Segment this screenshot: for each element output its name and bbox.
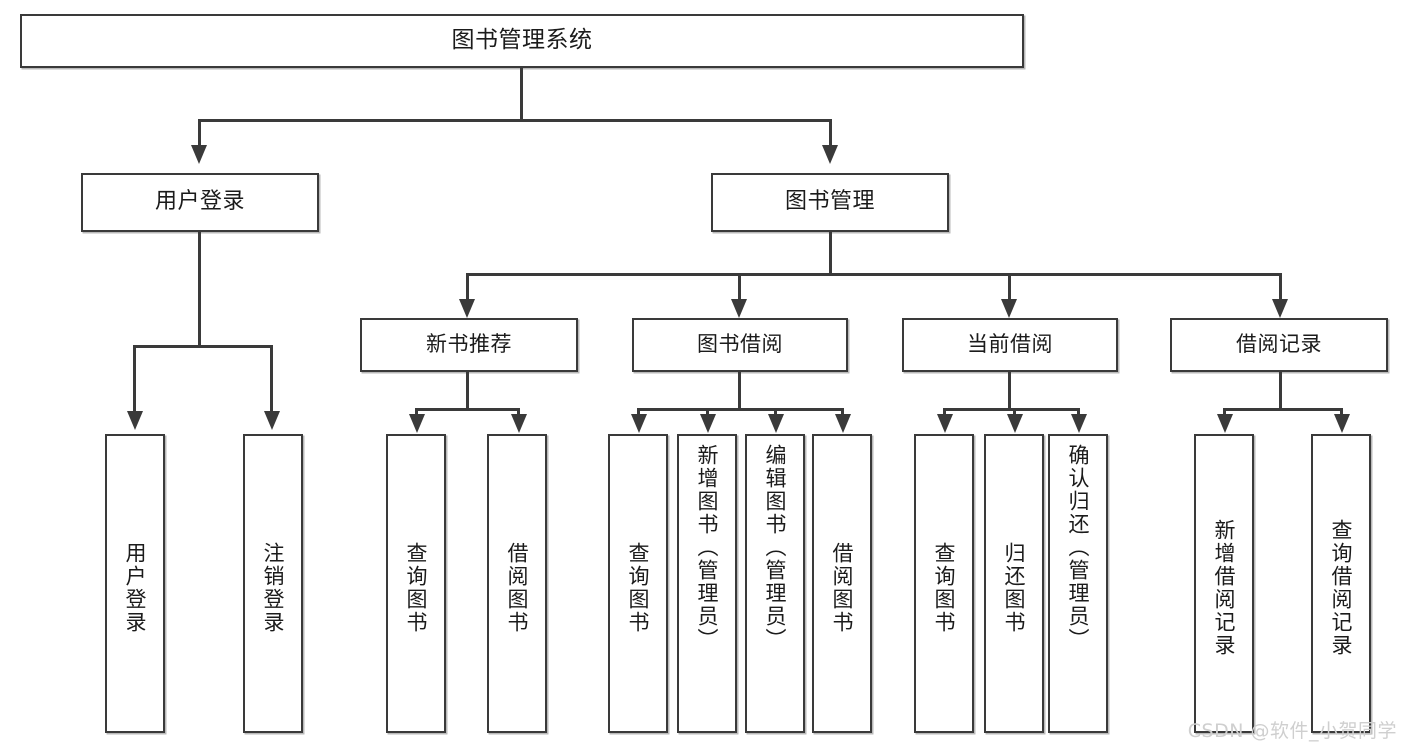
leaf-borrow-query-book[interactable]: 查询图书	[608, 434, 668, 733]
leaf-current-return-book[interactable]: 归还图书	[984, 434, 1044, 733]
watermark-text: CSDN @软件_小贺同学	[1187, 720, 1397, 742]
connector-user-login-leaf-2	[270, 345, 273, 413]
connector-root-to-book-mgmt	[829, 119, 832, 147]
connector-borrow-book-leaf-4	[841, 408, 844, 418]
connector-user-login-bus	[133, 345, 271, 348]
connector-current-borrow-leaf-2	[1013, 408, 1016, 418]
node-label: 新增借阅记录	[1212, 518, 1237, 657]
arrow-down-icon	[1007, 414, 1023, 433]
connector-to-current-borrow	[1008, 273, 1011, 301]
connector-borrow-book-leaf-1	[637, 408, 640, 418]
connector-book-mgmt-bus	[466, 273, 1282, 276]
arrow-down-icon	[1334, 414, 1350, 433]
connector-borrow-book-leaf-2	[706, 408, 709, 418]
connector-current-borrow-trunk	[1008, 372, 1011, 408]
node-label: 查询图书	[404, 541, 429, 634]
node-label: 查询图书	[932, 541, 957, 634]
node-label: 新书推荐	[426, 332, 512, 357]
connector-book-mgmt-trunk	[829, 232, 832, 273]
arrow-down-icon	[768, 414, 784, 433]
node-book-borrow[interactable]: 图书借阅	[632, 318, 848, 372]
node-label: 图书管理	[784, 189, 875, 215]
connector-user-login-trunk	[198, 232, 201, 345]
node-label: 借阅图书	[505, 541, 530, 634]
node-label: 用户登录	[154, 189, 245, 215]
node-label: 查询借阅记录	[1329, 518, 1354, 657]
arrow-down-icon	[264, 411, 280, 430]
connector-current-borrow-leaf-1	[943, 408, 946, 418]
connector-new-book-leaf-1	[415, 408, 418, 418]
node-label: 确认归还（管理员）	[1066, 444, 1091, 651]
leaf-borrow-borrow-book[interactable]: 借阅图书	[812, 434, 872, 733]
connector-root-to-user-login	[198, 119, 201, 147]
connector-current-borrow-leaf-3	[1077, 408, 1080, 418]
connector-borrow-record-bus	[1223, 408, 1343, 411]
node-label: 查询图书	[626, 541, 651, 634]
connector-root-trunk	[520, 68, 523, 119]
connector-root-bus	[198, 119, 832, 122]
arrow-down-icon	[1071, 414, 1087, 433]
node-new-book-recommend[interactable]: 新书推荐	[360, 318, 578, 372]
arrow-down-icon	[631, 414, 647, 433]
arrow-down-icon	[1217, 414, 1233, 433]
leaf-record-add[interactable]: 新增借阅记录	[1194, 434, 1254, 733]
leaf-borrow-edit-book[interactable]: 编辑图书（管理员）	[745, 434, 805, 733]
leaf-current-confirm-return[interactable]: 确认归还（管理员）	[1048, 434, 1108, 733]
connector-to-borrow-book	[738, 273, 741, 301]
node-book-management[interactable]: 图书管理	[711, 173, 949, 232]
connector-to-new-book	[466, 273, 469, 301]
connector-borrow-book-leaf-3	[774, 408, 777, 418]
arrow-down-icon	[409, 414, 425, 433]
node-label: 归还图书	[1002, 541, 1027, 634]
connector-new-book-trunk	[466, 372, 469, 408]
connector-user-login-leaf-1	[133, 345, 136, 413]
arrow-down-icon	[511, 414, 527, 433]
node-borrow-record[interactable]: 借阅记录	[1170, 318, 1388, 372]
node-label: 当前借阅	[967, 332, 1053, 357]
connector-to-borrow-record	[1279, 273, 1282, 301]
node-label: 编辑图书（管理员）	[763, 444, 788, 651]
node-label: 用户登录	[123, 541, 148, 634]
node-current-borrow[interactable]: 当前借阅	[902, 318, 1118, 372]
leaf-new-book-query[interactable]: 查询图书	[386, 434, 446, 733]
leaf-user-login-login[interactable]: 用户登录	[105, 434, 165, 733]
arrow-down-icon	[127, 411, 143, 430]
node-label: 注销登录	[261, 541, 286, 634]
leaf-current-query-book[interactable]: 查询图书	[914, 434, 974, 733]
node-label: 新增图书（管理员）	[695, 444, 720, 651]
arrow-down-icon	[1272, 299, 1288, 318]
connector-new-book-bus	[415, 408, 520, 411]
connector-borrow-record-trunk	[1279, 372, 1282, 408]
node-root-system[interactable]: 图书管理系统	[20, 14, 1024, 68]
leaf-record-query[interactable]: 查询借阅记录	[1311, 434, 1371, 733]
arrow-down-icon	[937, 414, 953, 433]
arrow-down-icon	[700, 414, 716, 433]
arrow-down-icon	[191, 145, 207, 164]
leaf-borrow-add-book[interactable]: 新增图书（管理员）	[677, 434, 737, 733]
node-user-login[interactable]: 用户登录	[81, 173, 319, 232]
leaf-new-book-borrow[interactable]: 借阅图书	[487, 434, 547, 733]
arrow-down-icon	[459, 299, 475, 318]
leaf-user-login-logout[interactable]: 注销登录	[243, 434, 303, 733]
connector-current-borrow-bus	[943, 408, 1080, 411]
arrow-down-icon	[1001, 299, 1017, 318]
node-label: 图书借阅	[697, 332, 783, 357]
arrow-down-icon	[822, 145, 838, 164]
connector-borrow-book-bus	[637, 408, 844, 411]
connector-borrow-book-trunk	[738, 372, 741, 408]
arrow-down-icon	[731, 299, 747, 318]
node-label: 借阅记录	[1236, 332, 1322, 357]
node-label: 图书管理系统	[451, 27, 593, 54]
connector-new-book-leaf-2	[517, 408, 520, 418]
connector-borrow-record-leaf-2	[1340, 408, 1343, 418]
node-label: 借阅图书	[830, 541, 855, 634]
arrow-down-icon	[835, 414, 851, 433]
connector-borrow-record-leaf-1	[1223, 408, 1226, 418]
